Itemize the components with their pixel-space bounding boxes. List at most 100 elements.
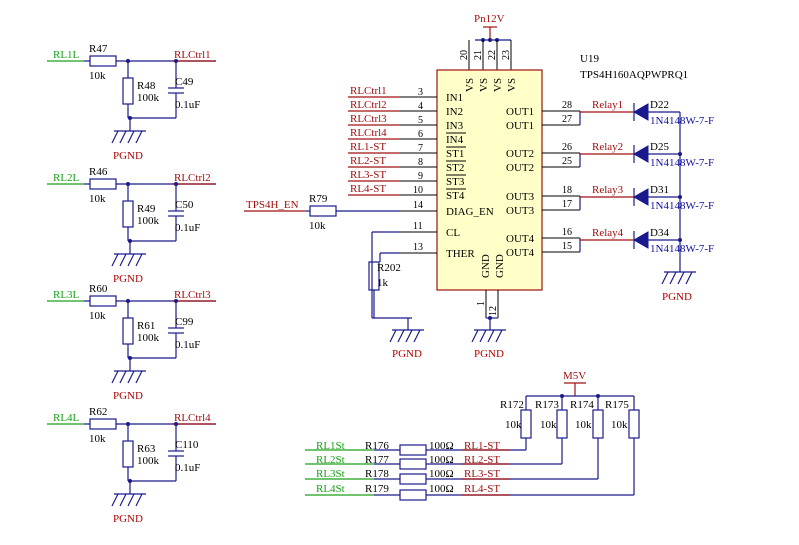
resistor-value: 100k <box>137 332 160 344</box>
net-label: RL3-ST <box>350 169 386 181</box>
resistor-ref: R63 <box>137 443 156 455</box>
status-net-label: RL2-ST <box>464 454 500 466</box>
pin-number: 8 <box>418 157 423 168</box>
rc-filter-4: RL4L R62 10k R63 100k C110 0.1uF RLCtrl4… <box>47 406 216 525</box>
resistor-value: 10k <box>89 193 106 205</box>
diode-ref: D22 <box>650 99 669 111</box>
ground-label: PGND <box>113 390 143 402</box>
resistor-ref: R61 <box>137 320 155 332</box>
pin-number: 4 <box>418 101 423 112</box>
resistor-ref: R179 <box>365 483 389 495</box>
resistor-ref: R172 <box>500 399 524 411</box>
supply-label: M5V <box>563 370 586 382</box>
resistor-ref: R62 <box>89 406 107 418</box>
diode <box>632 103 649 121</box>
resistor <box>520 409 532 439</box>
supply-label: Pn12V <box>474 13 505 25</box>
resistor <box>122 77 134 105</box>
resistor-value: 10k <box>575 419 592 431</box>
status-net-label: RL4-ST <box>464 483 500 495</box>
pin-number: 20 <box>459 50 470 60</box>
resistor-ref: R178 <box>365 468 389 480</box>
output-net-label: RLCtrl3 <box>174 289 211 301</box>
resistor-value: 100Ω <box>429 483 454 495</box>
pin-number: 11 <box>413 221 423 232</box>
capacitor-ref: C99 <box>175 316 194 328</box>
pin-name: OUT3 <box>506 191 535 203</box>
pin-name: OUT3 <box>506 205 535 217</box>
resistor-ref: R173 <box>535 399 559 411</box>
resistor-value: 100Ω <box>429 468 454 480</box>
pin-name: IN4 <box>446 134 464 146</box>
pin-number: 21 <box>473 50 484 60</box>
ic-reference: U19 <box>580 53 599 65</box>
pin-name: DIAG_EN <box>446 206 494 218</box>
relay-net-label: Relay2 <box>592 141 623 153</box>
pin-name: IN1 <box>446 92 463 104</box>
pin-number: 10 <box>413 185 423 196</box>
resistor <box>89 55 117 67</box>
pin-number: 6 <box>418 129 423 140</box>
pin-number: 16 <box>562 227 572 238</box>
pin-name: GND <box>494 254 506 278</box>
resistor-ref: R48 <box>137 80 156 92</box>
pin-name: VS <box>464 78 476 92</box>
capacitor-ref: C110 <box>175 439 199 451</box>
pin-number: 13 <box>413 242 423 253</box>
status-input-label: RL1St <box>316 440 345 452</box>
pin-name: GND <box>480 254 492 278</box>
pin-name: VS <box>492 78 504 92</box>
pin-name: OUT4 <box>506 233 535 245</box>
pin-name: VS <box>506 78 518 92</box>
resistor-value: 10k <box>611 419 628 431</box>
relay-diodes: Relay1 D22 1N4148W-7-F Relay2 D25 1N4148… <box>580 99 714 303</box>
status-input-label: RL2St <box>316 454 345 466</box>
resistor-value: 10k <box>309 220 326 232</box>
capacitor-value: 0.1uF <box>175 222 200 234</box>
capacitor-value: 0.1uF <box>175 339 200 351</box>
net-label: RL4-ST <box>350 183 386 195</box>
current-limit-network: R202 1k PGND <box>368 231 424 360</box>
resistor-value: 100k <box>137 455 160 467</box>
resistor-value: 10k <box>89 70 106 82</box>
pin-number: 28 <box>562 100 572 111</box>
relay-net-label: Relay4 <box>592 227 624 239</box>
ic-part-number: TPS4H160AQPWPRQ1 <box>580 69 688 81</box>
diode-part: 1N4148W-7-F <box>650 115 714 127</box>
input-net-label: RL2L <box>53 172 80 184</box>
diode-ref: D25 <box>650 141 669 153</box>
status-input-label: RL4St <box>316 483 345 495</box>
net-label: RLCtrl1 <box>350 85 387 97</box>
status-net-label: RL1-ST <box>464 440 500 452</box>
pin-number: 9 <box>418 171 423 182</box>
resistor-ref: R79 <box>309 193 328 205</box>
status-net-label: RL3-ST <box>464 468 500 480</box>
pin-number: 17 <box>562 199 572 210</box>
pin-number: 3 <box>418 87 423 98</box>
resistor-value: 100Ω <box>429 454 454 466</box>
input-net-label: RL3L <box>53 289 80 301</box>
output-net-label: RLCtrl4 <box>174 412 211 424</box>
resistor-value: 10k <box>89 310 106 322</box>
resistor-ref: R175 <box>605 399 629 411</box>
resistor-ref: R60 <box>89 283 108 295</box>
capacitor-value: 0.1uF <box>175 462 200 474</box>
pin-number: 5 <box>418 115 423 126</box>
ground-label: PGND <box>662 291 692 303</box>
net-label: RLCtrl4 <box>350 127 387 139</box>
diag-enable-resistor: TPS4H_EN R79 10k <box>244 193 400 232</box>
status-pullups: M5V R172 R173 R174 R175 10k 10k 10k 10k <box>500 370 640 495</box>
diode-part: 1N4148W-7-F <box>650 243 714 255</box>
ground-label: PGND <box>113 150 143 162</box>
pin-name: OUT2 <box>506 148 534 160</box>
resistor-ref: R177 <box>365 454 389 466</box>
diode-ref: D31 <box>650 184 669 196</box>
resistor-ref: R49 <box>137 203 156 215</box>
pin-number: 14 <box>413 200 423 211</box>
status-series: RL1St RL2St RL3St RL4St R176 R177 R178 R… <box>305 440 634 501</box>
rc-filter-1: RL1L R47 10k R48 100k C49 0.1uF RLCtrl1 … <box>47 43 216 162</box>
net-label: RL1-ST <box>350 141 386 153</box>
pin-name: ST3 <box>446 176 465 188</box>
pin-name: ST4 <box>446 190 465 202</box>
